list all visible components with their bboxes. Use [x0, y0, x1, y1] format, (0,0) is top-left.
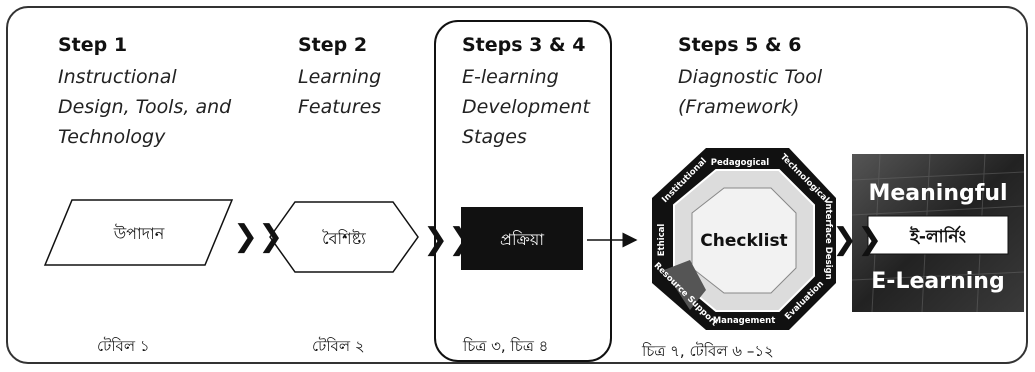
step-2-subtitle-line: Features	[298, 96, 382, 118]
steps-3-4-subtitle-line: Stages	[462, 126, 527, 148]
steps-5-6-subtitle: Diagnostic Tool (Framework)	[678, 62, 822, 122]
step-1-title: Step 1	[58, 34, 128, 56]
result-line-1: Meaningful	[868, 181, 1007, 206]
steps-5-6-subtitle-line: (Framework)	[678, 96, 800, 118]
process-box	[461, 207, 583, 270]
result-line-3: E-Learning	[871, 269, 1004, 294]
steps-5-6-reference: চিত্র ৭, টেবিল ৬ –১২	[642, 342, 774, 360]
steps-5-6-subtitle-line: Diagnostic Tool	[678, 66, 823, 88]
result-label-box	[867, 215, 1009, 255]
outer-frame	[6, 6, 1028, 364]
checklist-center: Checklist	[700, 231, 787, 251]
process-label: প্রক্রিয়া	[500, 230, 544, 249]
step-1-subtitle-line: Design, Tools, and	[58, 96, 232, 118]
step-1-subtitle-line: Instructional	[58, 66, 177, 88]
step-2-subtitle: Learning Features	[298, 62, 381, 122]
feature-hexagon	[269, 201, 419, 273]
step-1-subtitle: Instructional Design, Tools, and Technol…	[58, 62, 231, 152]
steps-3-4-subtitle-line: E-learning	[462, 66, 559, 88]
steps-5-6-title: Steps 5 & 6	[678, 34, 802, 56]
steps-3-4-reference: চিত্র ৩, চিত্র ৪	[463, 337, 549, 355]
step-2-reference: টেবিল ২	[312, 337, 365, 355]
segment-label: Management	[713, 316, 776, 326]
steps-3-4-subtitle-line: Development	[462, 96, 590, 118]
segment-label: Pedagogical	[711, 158, 770, 168]
steps-3-4-title: Steps 3 & 4	[462, 34, 586, 56]
steps-3-4-frame	[434, 20, 612, 362]
keyboard-texture	[851, 153, 1025, 313]
chevron-icon: ❯❯	[233, 219, 284, 254]
chevron-icon: ❯❯	[832, 222, 883, 257]
feature-label: বৈশিষ্ট্য	[322, 229, 366, 248]
step-1-subtitle-line: Technology	[58, 126, 166, 148]
step-2-subtitle-line: Learning	[298, 66, 382, 88]
step-1-reference: টেবিল ১	[97, 337, 150, 355]
component-label: উপাদান	[113, 224, 165, 243]
steps-3-4-subtitle: E-learning Development Stages	[462, 62, 590, 152]
segment-label: Ethical	[657, 224, 667, 257]
segment-label: Interface Design	[823, 200, 833, 279]
step-2-title: Step 2	[298, 34, 368, 56]
checklist-octagon	[652, 148, 836, 330]
chevron-icon: ❯❯	[423, 222, 474, 257]
result-line-2: ই-লার্নিং	[909, 225, 967, 247]
component-parallelogram	[43, 199, 234, 266]
